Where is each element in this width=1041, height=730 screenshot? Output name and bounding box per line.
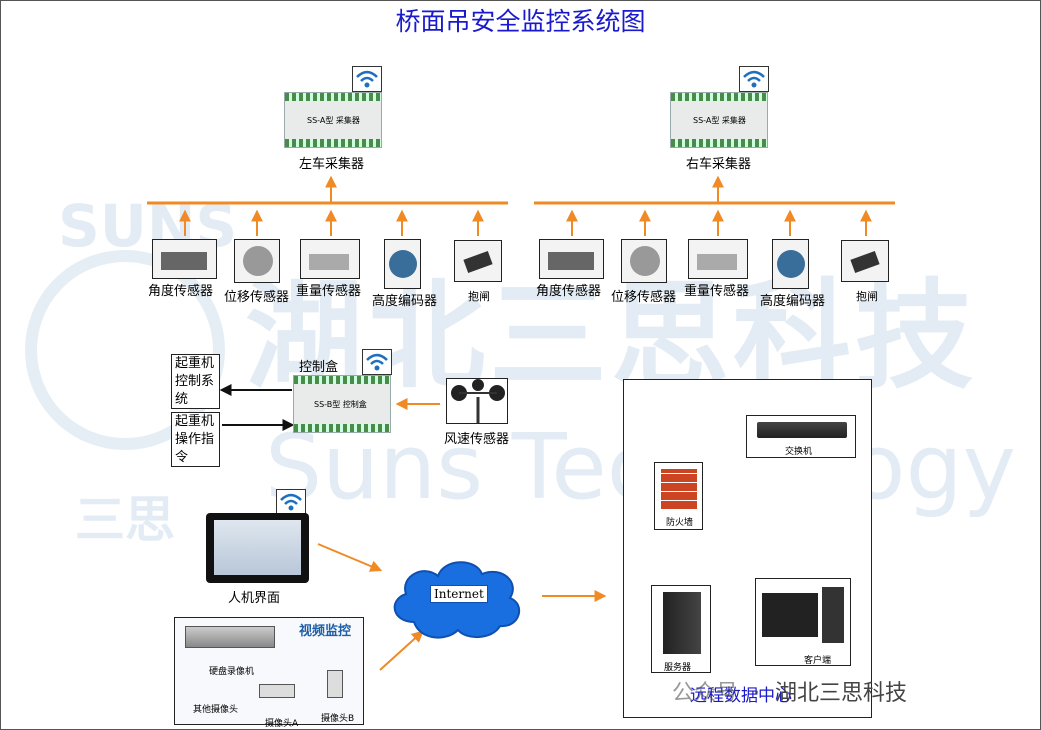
video-title: 视频监控: [299, 624, 352, 639]
height-encoder-image: [384, 239, 421, 289]
crane-command-box: 起重机操作指令: [171, 412, 220, 467]
switch-image: [757, 422, 847, 438]
camera-a-image: [259, 684, 295, 698]
left-sensor-label-0: 角度传感器: [148, 284, 214, 299]
angle-sensor-image: [539, 239, 604, 279]
diagram-title: 桥面吊安全监控系统图: [395, 7, 646, 36]
right-sensor-label-1: 位移传感器: [611, 290, 677, 305]
internet-label: Internet: [430, 585, 488, 603]
collector-device-text: SS-A型 采集器: [307, 116, 360, 125]
left-collector-label: 左车采集器: [299, 157, 365, 172]
firewall-box: 防火墙: [654, 462, 703, 530]
switch-label: 交换机: [785, 447, 813, 457]
hmi-device: [206, 513, 309, 583]
cam-a-label: 摄像头A: [265, 719, 299, 729]
client-monitor-icon: [762, 593, 818, 637]
camera-b-image: [327, 670, 343, 698]
dvr-label: 硬盘录像机: [209, 667, 255, 677]
brake-image: [841, 240, 889, 282]
client-box: 客户端: [755, 578, 851, 666]
right-collector-device: SS-A型 采集器: [670, 92, 768, 148]
crane-command-text: 起重机操作指令: [175, 414, 215, 465]
wind-sensor-image: [446, 378, 508, 424]
left-sensor-label-4: 抱闸: [468, 290, 490, 303]
crane-control-text: 起重机控制系统: [175, 356, 215, 407]
left-sensor-label-2: 重量传感器: [296, 284, 362, 299]
right-sensor-label-3: 高度编码器: [760, 294, 826, 309]
control-box-device-text: SS-B型 控制盒: [314, 400, 367, 409]
footer-prefix: 公众号: [672, 681, 739, 706]
wind-sensor-label: 风速传感器: [444, 432, 510, 447]
weight-sensor-image: [300, 239, 360, 279]
watermark-cn-short: 三思: [75, 491, 175, 549]
collector-device-text: SS-A型 采集器: [693, 116, 746, 125]
control-box-device: SS-B型 控制盒: [293, 375, 391, 433]
wifi-icon: [352, 66, 382, 92]
height-encoder-image: [772, 239, 809, 289]
left-sensor-label-3: 高度编码器: [372, 294, 438, 309]
dvr-image: [185, 626, 275, 648]
remote-data-center-label: 远程数据中心: [690, 686, 792, 706]
displacement-sensor-image: [621, 239, 667, 283]
other-cams-label: 其他摄像头: [193, 705, 239, 715]
wifi-icon: [739, 66, 769, 92]
angle-sensor-image: [152, 239, 217, 279]
wifi-icon: [276, 489, 306, 515]
server-box: 服务器: [651, 585, 711, 673]
right-sensor-label-2: 重量传感器: [684, 284, 750, 299]
server-icon: [663, 592, 701, 654]
footer-account: 公众号 · 湖北三思科技: [672, 675, 907, 707]
left-sensor-label-1: 位移传感器: [224, 290, 290, 305]
hmi-label: 人机界面: [228, 591, 281, 606]
weight-sensor-image: [688, 239, 748, 279]
client-label: 客户端: [804, 656, 832, 666]
cam-b-label: 摄像头B: [321, 714, 355, 724]
right-sensor-label-4: 抱闸: [856, 290, 878, 303]
wifi-icon: [362, 349, 392, 375]
crane-control-box: 起重机控制系统: [171, 354, 220, 409]
right-collector-label: 右车采集器: [686, 157, 752, 172]
switch-box: 交换机: [746, 415, 856, 458]
left-collector-device: SS-A型 采集器: [284, 92, 382, 148]
firewall-label: 防火墙: [666, 518, 694, 528]
footer-separator: ·: [753, 681, 761, 706]
control-box-label: 控制盒: [299, 360, 339, 375]
client-tower-icon: [822, 587, 844, 643]
firewall-icon: [661, 469, 697, 509]
video-monitoring-panel: 视频监控 硬盘录像机 其他摄像头 摄像头A 摄像头B: [174, 617, 364, 729]
displacement-sensor-image: [234, 239, 280, 283]
right-sensor-label-0: 角度传感器: [536, 284, 602, 299]
footer-brand: 湖北三思科技: [775, 681, 908, 706]
brake-image: [454, 240, 502, 282]
server-label: 服务器: [664, 663, 692, 673]
